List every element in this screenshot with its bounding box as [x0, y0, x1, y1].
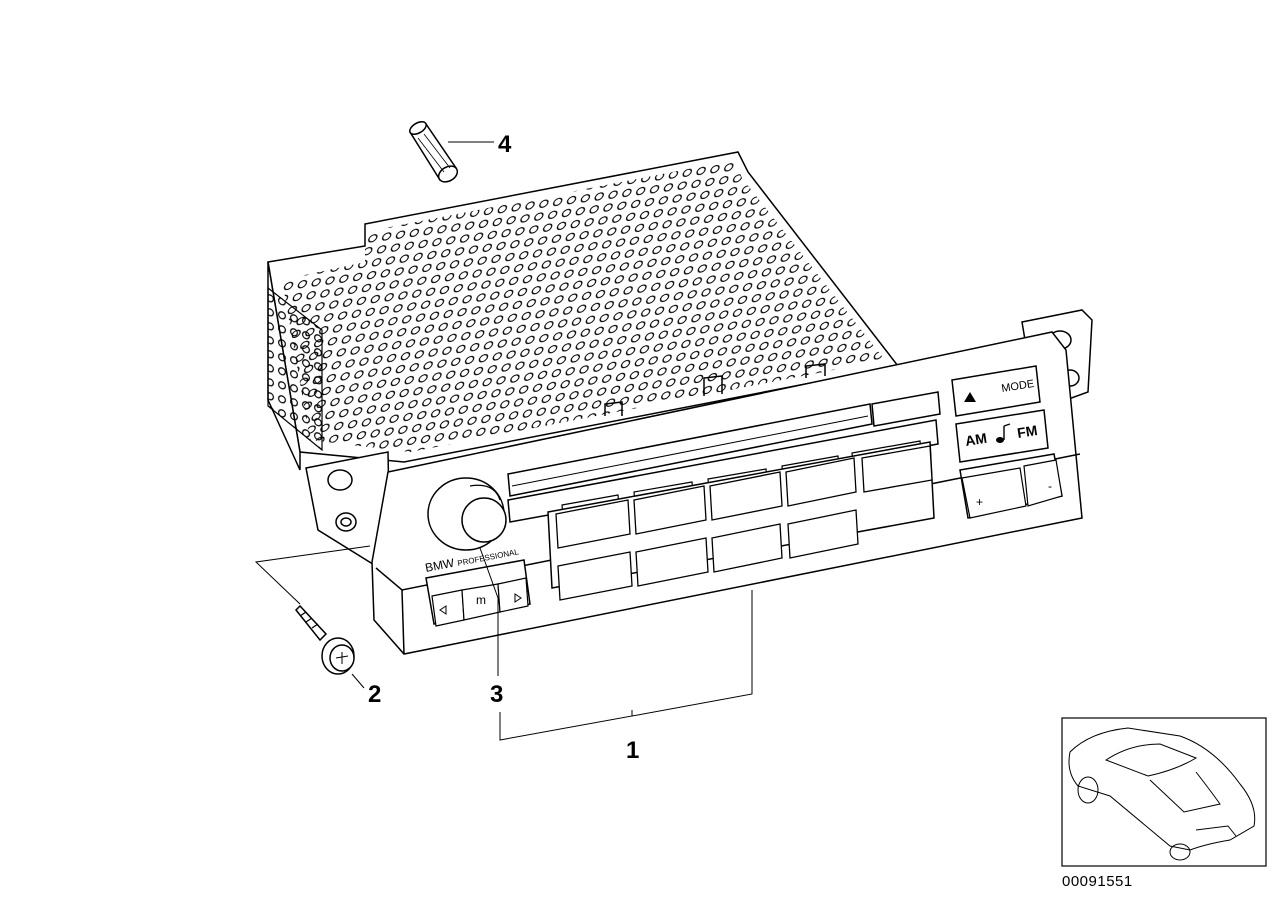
- volume-knob[interactable]: [427, 477, 507, 551]
- preset-button-9[interactable]: [787, 509, 859, 559]
- preset-button-3[interactable]: [709, 471, 783, 521]
- eject-icon: [964, 392, 976, 402]
- callout-3: 3: [490, 681, 503, 708]
- thumbnail-frame: [1061, 717, 1267, 867]
- cassette-slot: [507, 403, 873, 497]
- plus-label: +: [976, 495, 983, 509]
- callout-2: 2: [368, 681, 381, 708]
- left-arrow-icon: [439, 605, 447, 615]
- leader-lines: [254, 141, 753, 741]
- memory-label: m: [476, 593, 486, 607]
- right-arrow-icon: [514, 593, 522, 603]
- radio-housing: [267, 151, 900, 471]
- cross-head-icon: [335, 652, 349, 664]
- part-knob-sleeve: [408, 121, 459, 183]
- minus-label: -: [1048, 479, 1052, 493]
- part-screw: [294, 604, 355, 675]
- seek-forward-button[interactable]: [497, 577, 529, 613]
- plus-button[interactable]: [961, 467, 1027, 519]
- vehicle-thumbnail: [1061, 717, 1267, 867]
- mode-button[interactable]: [951, 365, 1041, 417]
- callout-1: 1: [626, 737, 639, 764]
- reference-number: 00091551: [1062, 873, 1133, 890]
- housing-tab: [604, 401, 623, 416]
- housing-tab: [805, 363, 826, 378]
- preset-row-2: [557, 509, 859, 601]
- preset-button-7[interactable]: [635, 537, 709, 587]
- housing-side-perforation: [267, 286, 323, 452]
- preset-button-4[interactable]: [785, 457, 857, 507]
- car-outline-icon: [1068, 727, 1256, 861]
- radio-front-panel: [371, 331, 1083, 655]
- preset-button-8[interactable]: [711, 523, 783, 573]
- music-note-icon: [996, 423, 1011, 443]
- preset-button-2[interactable]: [633, 485, 707, 535]
- mode-label: MODE: [1001, 378, 1035, 395]
- preset-button-6[interactable]: [557, 551, 633, 601]
- housing-tab: [703, 375, 723, 396]
- minus-button[interactable]: [1023, 459, 1063, 507]
- seek-back-button[interactable]: [431, 589, 465, 627]
- brand-label: BMW: [424, 555, 456, 574]
- fm-label: FM: [1016, 422, 1038, 441]
- housing-top-perforation: [282, 160, 885, 452]
- preset-row-1: [555, 445, 933, 549]
- preset-button-1[interactable]: [555, 499, 631, 549]
- am-fm-button[interactable]: [955, 409, 1049, 463]
- preset-button-5[interactable]: [861, 445, 933, 493]
- eject-slot: [871, 391, 941, 427]
- callout-4: 4: [498, 131, 512, 158]
- am-label: AM: [964, 430, 988, 449]
